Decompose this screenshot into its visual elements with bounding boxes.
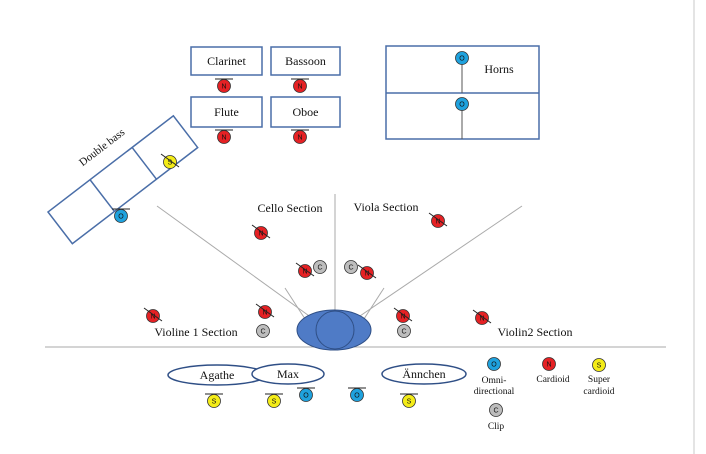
bassoon-mic: N	[291, 78, 309, 93]
svg-text:N: N	[150, 314, 155, 321]
svg-text:N: N	[258, 231, 263, 238]
svg-text:O: O	[118, 214, 124, 221]
violin2-mic-back: N	[472, 309, 492, 325]
double-bass-super-mic: S	[160, 153, 180, 169]
svg-text:O: O	[459, 56, 465, 63]
annchen-label: Ännchen	[402, 367, 445, 381]
svg-text:S: S	[168, 160, 173, 167]
svg-text:S: S	[272, 399, 277, 406]
legend-omni-line1: Omni-	[482, 376, 507, 386]
violin1-mic-back: N	[143, 307, 163, 323]
svg-text:N: N	[479, 316, 484, 323]
svg-text:N: N	[435, 219, 440, 226]
soloist-max	[251, 363, 325, 385]
svg-text:C: C	[348, 265, 353, 272]
svg-text:N: N	[221, 84, 226, 91]
flute-box	[190, 96, 263, 128]
horns-label: Horns	[484, 62, 514, 76]
svg-text:N: N	[546, 362, 551, 369]
legend-super-line2: cardioid	[583, 387, 614, 397]
svg-text:N: N	[364, 271, 369, 278]
violin1-clip: C	[256, 324, 270, 338]
bassoon-label: Bassoon	[285, 54, 326, 68]
svg-text:S: S	[597, 363, 602, 370]
bassoon-box	[270, 46, 341, 76]
oboe-label: Oboe	[293, 105, 319, 119]
clarinet-label: Clarinet	[207, 54, 246, 68]
svg-text:N: N	[302, 269, 307, 276]
agathe-mic: S	[205, 393, 223, 408]
svg-text:O: O	[354, 393, 360, 400]
svg-text:N: N	[297, 84, 302, 91]
legend-cardioid-mic: N	[542, 357, 556, 371]
conductor-podium	[296, 309, 372, 351]
max-mic-super: S	[265, 393, 283, 408]
double-bass-omni-mic: O	[112, 208, 130, 223]
viola-mic-front: N	[357, 264, 377, 280]
legend-cardioid: Cardioid	[536, 375, 569, 385]
flute-label: Flute	[214, 105, 239, 119]
violin2-section-label: Violin2 Section	[498, 325, 573, 339]
violin2-clip: C	[397, 324, 411, 338]
max-label: Max	[277, 367, 299, 381]
legend-omni-mic: O	[487, 357, 501, 371]
legend-super-line1: Super	[588, 375, 611, 385]
violin2-mic-front: N	[393, 307, 413, 323]
cello-clip: C	[313, 260, 327, 274]
svg-text:O: O	[459, 102, 465, 109]
oboe-box	[270, 96, 341, 128]
svg-text:S: S	[407, 399, 412, 406]
horns-mic-bottom: O	[455, 97, 469, 111]
cello-section-label: Cello Section	[258, 201, 323, 215]
horns-mic-top: O	[455, 51, 469, 65]
svg-text:S: S	[212, 399, 217, 406]
viola-section-label: Viola Section	[354, 200, 419, 214]
svg-text:C: C	[493, 408, 498, 415]
max-mic-omni: O	[297, 387, 315, 402]
svg-text:O: O	[303, 393, 309, 400]
clarinet-mic: N	[215, 78, 233, 93]
svg-text:C: C	[317, 265, 322, 272]
legend-clip: Clip	[488, 422, 505, 432]
svg-text:N: N	[221, 135, 226, 142]
section-divider-lines	[156, 194, 523, 323]
cello-mic-front: N	[295, 262, 315, 278]
svg-text:O: O	[491, 362, 497, 369]
viola-clip: C	[344, 260, 358, 274]
violin1-mic-front: N	[255, 303, 275, 319]
oboe-mic: N	[291, 129, 309, 144]
flute-mic: N	[215, 129, 233, 144]
annchen-mic: S	[400, 393, 418, 408]
legend-omni-line2: directional	[474, 387, 515, 397]
microphones: N N N N O O S O N N N C C N N N C N C N S S O O S O N S C	[112, 51, 606, 417]
svg-text:N: N	[400, 314, 405, 321]
svg-text:C: C	[260, 329, 265, 336]
svg-text:N: N	[262, 310, 267, 317]
viola-mic-back: N	[428, 212, 448, 228]
woodwinds	[190, 46, 341, 128]
svg-text:C: C	[401, 329, 406, 336]
clarinet-box	[190, 46, 263, 76]
violin1-section-label: Violine 1 Section	[154, 325, 237, 339]
svg-text:N: N	[297, 135, 302, 142]
center-omni-mic: O	[348, 387, 366, 402]
cello-mic-back: N	[251, 224, 271, 240]
double-bass-box	[46, 114, 199, 245]
legend-clip-mic: C	[489, 403, 503, 417]
agathe-label: Agathe	[200, 368, 235, 382]
legend-super-mic: S	[592, 358, 606, 372]
soloist-annchen	[381, 363, 467, 385]
